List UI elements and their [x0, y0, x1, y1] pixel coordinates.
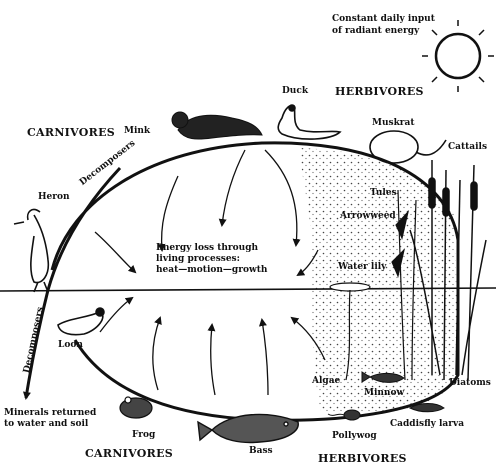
bass-icon [198, 414, 298, 442]
minerals-line2: to water and soil [4, 419, 88, 429]
duck-icon [278, 105, 340, 139]
minerals-line1: Minerals returned [4, 408, 96, 418]
herbivores-bottom-label: HERBIVORES [318, 453, 407, 464]
pollywog-label: Pollywog [332, 431, 377, 441]
carnivores-top-label: CARNIVORES [27, 127, 115, 138]
tules-label: Tules [370, 188, 397, 198]
herbivores-top-label: HERBIVORES [335, 86, 424, 97]
caddisfly-larva-label: Caddisfly larva [390, 419, 464, 429]
decomposer-arrow [26, 168, 120, 398]
energy-loss-line2: living processes: [156, 254, 240, 264]
sun-caption-line2: of radiant energy [332, 26, 419, 36]
muskrat-label: Muskrat [372, 118, 415, 128]
loon-label: Loon [58, 340, 83, 350]
minnow-label: Minnow [364, 388, 404, 398]
loon-icon [58, 308, 104, 335]
algae-label: Algae [312, 376, 340, 386]
cattails-label: Cattails [448, 142, 487, 152]
sun-icon [422, 20, 494, 92]
carnivores-bottom-label: CARNIVORES [85, 448, 173, 459]
energy-loss-line3: heat—motion—growth [156, 265, 267, 275]
heron-label: Heron [38, 192, 70, 202]
frog-label: Frog [132, 430, 155, 440]
heron-icon [14, 210, 48, 292]
energy-loss-line1: Energy loss through [156, 243, 258, 253]
arrowweed-label: Arrowweed [340, 211, 396, 221]
bass-label: Bass [249, 446, 273, 456]
water-lily-label: Water lily [338, 262, 386, 272]
mink-label: Mink [124, 126, 150, 136]
frog-icon [120, 397, 152, 418]
energy-loss-arrows-lower [100, 298, 325, 395]
mink-icon [172, 112, 262, 139]
sun-caption-line1: Constant daily input [332, 14, 435, 24]
duck-label: Duck [282, 86, 308, 96]
diatoms-label: Diatoms [449, 378, 491, 388]
